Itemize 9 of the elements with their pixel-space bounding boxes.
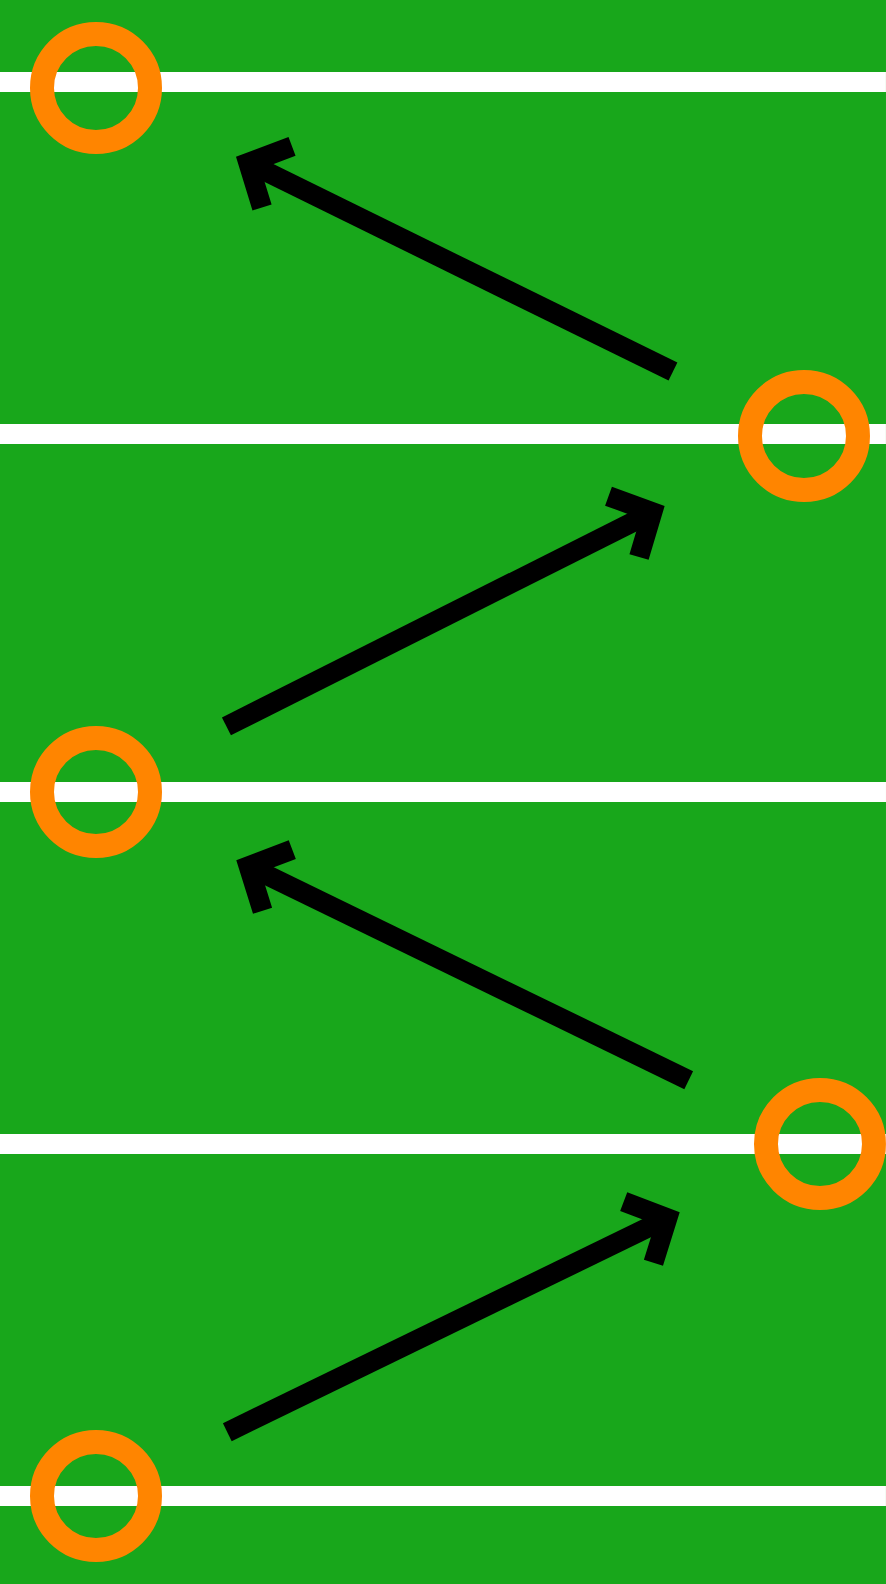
arrow bbox=[222, 1192, 680, 1442]
ring-marker bbox=[754, 1078, 886, 1210]
ring-marker bbox=[30, 22, 162, 154]
ring-marker bbox=[30, 1430, 162, 1562]
ring-marker bbox=[30, 726, 162, 858]
ring-marker bbox=[738, 370, 870, 502]
arrow bbox=[236, 137, 678, 381]
arrow bbox=[236, 840, 694, 1090]
arrow bbox=[221, 486, 665, 736]
